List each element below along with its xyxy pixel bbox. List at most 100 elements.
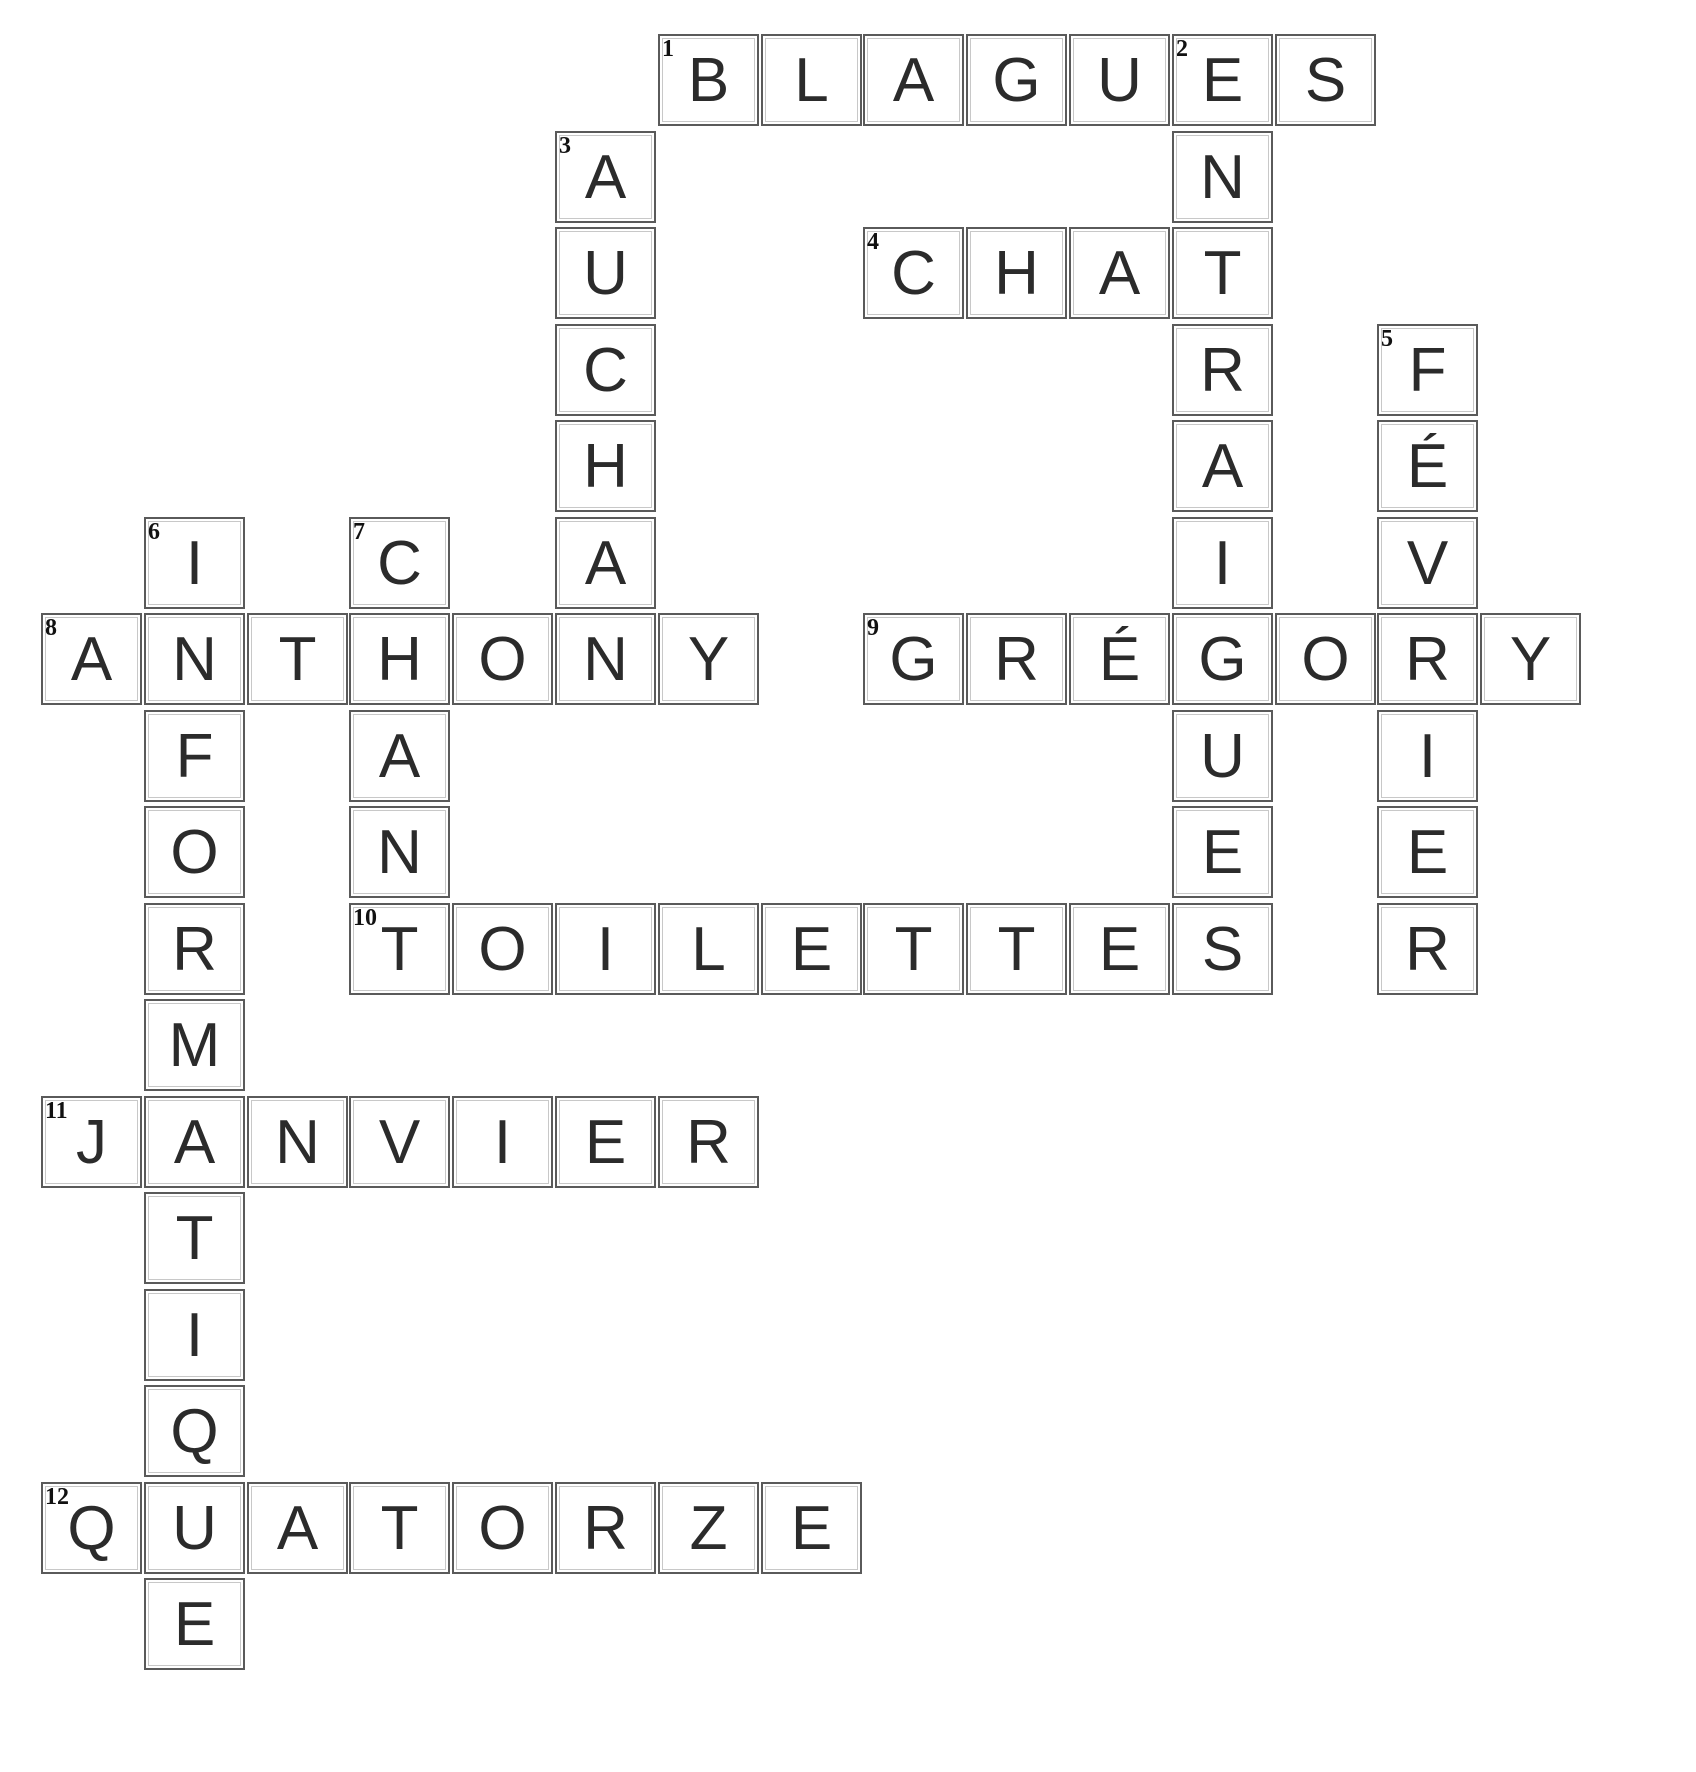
cell-letter: V: [1406, 529, 1449, 598]
cell-letter: A: [70, 625, 113, 694]
crossword-cell[interactable]: R: [1377, 903, 1478, 995]
cell-letter: L: [691, 915, 726, 984]
crossword-cell[interactable]: E: [761, 903, 862, 995]
crossword-cell[interactable]: E: [144, 1578, 245, 1670]
crossword-cell[interactable]: G: [1172, 613, 1273, 705]
cell-letter: T: [997, 915, 1036, 984]
crossword-cell[interactable]: A: [863, 34, 964, 126]
crossword-cell[interactable]: S: [1172, 903, 1273, 995]
crossword-cell[interactable]: R: [555, 1482, 656, 1574]
cell-letter: J: [76, 1108, 107, 1177]
crossword-cell[interactable]: T: [144, 1192, 245, 1284]
crossword-cell[interactable]: A: [1172, 420, 1273, 512]
crossword-cell[interactable]: U: [1172, 710, 1273, 802]
crossword-cell[interactable]: R: [144, 903, 245, 995]
cell-letter: A: [892, 46, 935, 115]
cell-letter: Q: [67, 1494, 116, 1563]
cell-letter: N: [275, 1108, 320, 1177]
crossword-cell[interactable]: H: [966, 227, 1067, 319]
crossword-cell[interactable]: N: [1172, 131, 1273, 223]
crossword-cell[interactable]: T: [349, 1482, 450, 1574]
crossword-cell[interactable]: A: [144, 1096, 245, 1188]
crossword-cell[interactable]: N: [247, 1096, 348, 1188]
crossword-cell[interactable]: N: [555, 613, 656, 705]
crossword-cell[interactable]: M: [144, 999, 245, 1091]
crossword-cell[interactable]: S: [1275, 34, 1376, 126]
cell-letter: R: [583, 1494, 628, 1563]
crossword-cell[interactable]: E: [1377, 806, 1478, 898]
cell-letter: E: [1201, 46, 1244, 115]
cell-letter: E: [1098, 915, 1141, 984]
crossword-cell[interactable]: Z: [658, 1482, 759, 1574]
crossword-cell[interactable]: E: [761, 1482, 862, 1574]
crossword-cell[interactable]: I: [1377, 710, 1478, 802]
crossword-cell[interactable]: H: [349, 613, 450, 705]
crossword-cell[interactable]: N: [349, 806, 450, 898]
crossword-cell[interactable]: G: [966, 34, 1067, 126]
crossword-cell[interactable]: V: [1377, 517, 1478, 609]
crossword-cell[interactable]: R: [658, 1096, 759, 1188]
crossword-cell[interactable]: Y: [658, 613, 759, 705]
crossword-cell[interactable]: U: [144, 1482, 245, 1574]
crossword-cell[interactable]: T: [247, 613, 348, 705]
crossword-cell[interactable]: I: [1172, 517, 1273, 609]
crossword-cell[interactable]: L: [658, 903, 759, 995]
crossword-cell[interactable]: O: [452, 903, 553, 995]
crossword-cell[interactable]: I: [555, 903, 656, 995]
crossword-cell[interactable]: O: [452, 1482, 553, 1574]
cell-letter: Q: [170, 1397, 219, 1466]
crossword-cell[interactable]: R: [1172, 324, 1273, 416]
crossword-cell[interactable]: A: [247, 1482, 348, 1574]
crossword-cell[interactable]: E: [1069, 903, 1170, 995]
cell-letter: I: [185, 1301, 204, 1370]
crossword-cell[interactable]: A: [555, 517, 656, 609]
crossword-cell[interactable]: A: [1069, 227, 1170, 319]
crossword-cell[interactable]: Q: [144, 1385, 245, 1477]
crossword-cell[interactable]: O: [452, 613, 553, 705]
crossword-cell[interactable]: É: [1069, 613, 1170, 705]
crossword-cell[interactable]: É: [1377, 420, 1478, 512]
crossword-cell[interactable]: U: [555, 227, 656, 319]
cell-letter: A: [1098, 239, 1141, 308]
crossword-cell[interactable]: C: [555, 324, 656, 416]
crossword-cell[interactable]: U: [1069, 34, 1170, 126]
crossword-cell[interactable]: 11 J: [41, 1096, 142, 1188]
crossword-cell[interactable]: V: [349, 1096, 450, 1188]
crossword-cell[interactable]: I: [144, 1289, 245, 1381]
crossword-cell[interactable]: L: [761, 34, 862, 126]
crossword-cell[interactable]: T: [1172, 227, 1273, 319]
crossword-cell[interactable]: R: [966, 613, 1067, 705]
crossword-cell[interactable]: N: [144, 613, 245, 705]
cell-letter: U: [172, 1494, 217, 1563]
crossword-cell[interactable]: O: [1275, 613, 1376, 705]
cell-letter: O: [478, 1494, 527, 1563]
cell-letter: R: [172, 915, 217, 984]
clue-number: 11: [45, 1098, 68, 1124]
crossword-cell[interactable]: A: [349, 710, 450, 802]
crossword-cell[interactable]: E: [555, 1096, 656, 1188]
cell-letter: I: [596, 915, 615, 984]
cell-letter: R: [1405, 625, 1450, 694]
crossword-cell[interactable]: T: [863, 903, 964, 995]
crossword-cell[interactable]: F: [144, 710, 245, 802]
crossword-cell[interactable]: Y: [1480, 613, 1581, 705]
crossword-cell[interactable]: O: [144, 806, 245, 898]
crossword-cell[interactable]: E: [1172, 806, 1273, 898]
crossword-cell[interactable]: H: [555, 420, 656, 512]
crossword-cell[interactable]: T: [966, 903, 1067, 995]
crossword-cell[interactable]: R: [1377, 613, 1478, 705]
cell-letter: B: [687, 46, 730, 115]
crossword-cell[interactable]: I: [452, 1096, 553, 1188]
